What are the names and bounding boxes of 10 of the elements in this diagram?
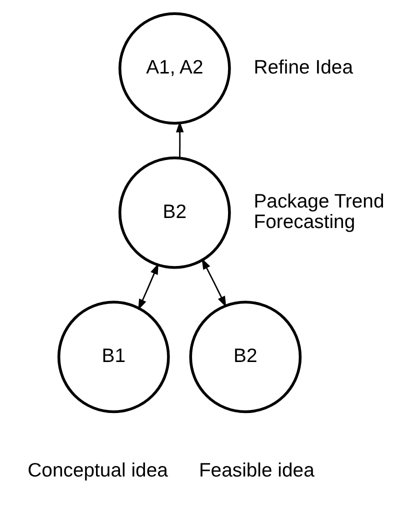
node-label: Feasible idea [198,460,314,482]
arrow [202,258,226,308]
node-circle: B2 [189,300,302,414]
arrow [138,263,158,310]
node-circle: B1 [57,300,170,414]
node-label: Refine Idea [254,56,354,79]
node-label: Conceptual idea [28,460,168,482]
arrow [176,121,184,158]
node-label: Package Trend Forecasting [254,190,384,234]
node-circle: A1, A2 [118,12,231,125]
